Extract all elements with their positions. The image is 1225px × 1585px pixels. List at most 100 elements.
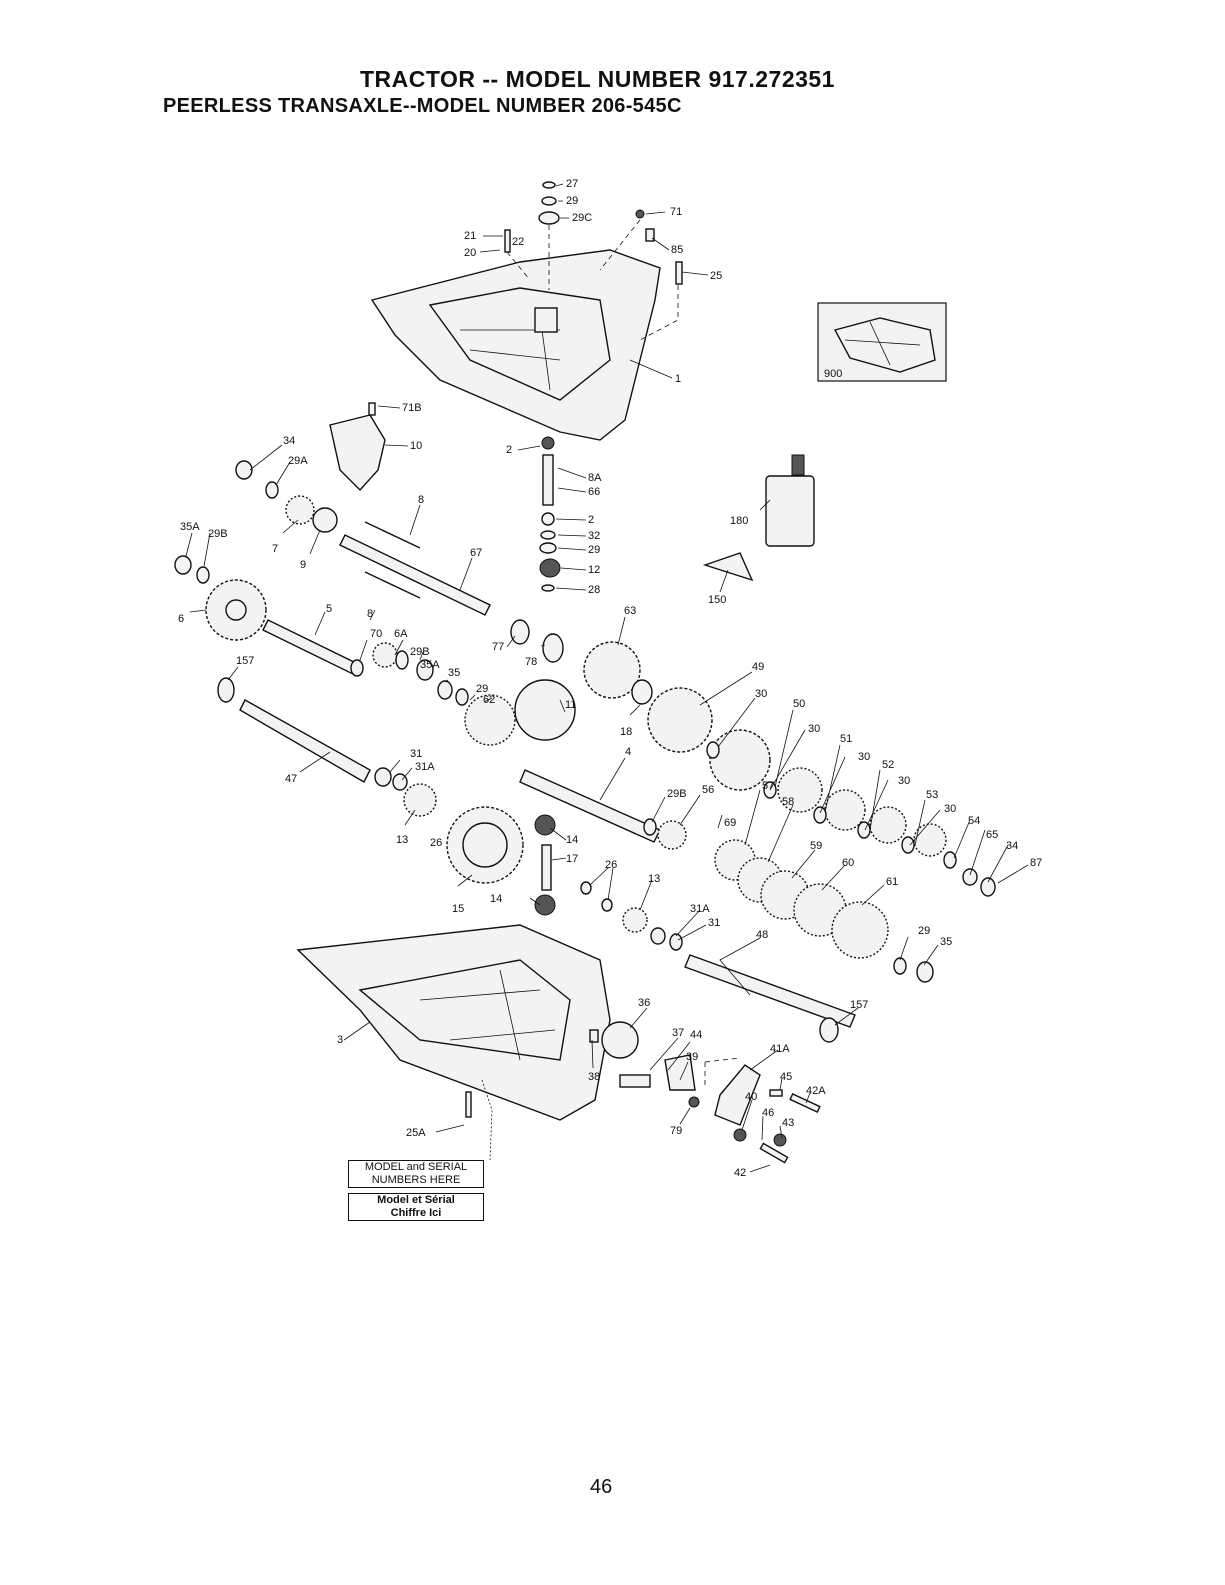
callout-34b: 34: [1006, 840, 1018, 852]
callout-20: 20: [464, 247, 476, 259]
model-box-line1: MODEL and SERIAL: [364, 1161, 468, 1173]
callout-29c: 29C: [572, 212, 592, 224]
callout-30a: 30: [755, 688, 767, 700]
callout-40: 40: [745, 1091, 757, 1103]
upper-housing: [370, 249, 661, 441]
callout-8: 8: [418, 494, 424, 506]
callout-45: 45: [780, 1071, 792, 1083]
callout-59: 59: [810, 840, 822, 852]
callout-65: 65: [986, 829, 998, 841]
washers: [174, 460, 996, 1043]
callout-67: 67: [470, 547, 482, 559]
callout-85: 85: [671, 244, 683, 256]
callout-71: 71: [670, 206, 682, 218]
callout-31b: 31: [708, 917, 720, 929]
callout-87: 87: [1030, 857, 1042, 869]
callout-10: 10: [410, 440, 422, 452]
top-fasteners: [504, 181, 683, 341]
callout-13: 13: [396, 834, 408, 846]
callout-21: 21: [464, 230, 476, 242]
callout-35a: 35A: [180, 521, 200, 533]
page-subtitle: PEERLESS TRANSAXLE--MODEL NUMBER 206-545…: [163, 95, 682, 117]
callout-2: 2: [506, 444, 512, 456]
callout-1: 1: [675, 373, 681, 385]
model-box-line2: NUMBERS HERE: [371, 1174, 461, 1186]
callout-42a: 42A: [806, 1085, 826, 1097]
callout-29b3: 29B: [667, 788, 687, 800]
callout-46: 46: [762, 1107, 774, 1119]
callout-38: 38: [588, 1071, 600, 1083]
callout-30e: 30: [944, 803, 956, 815]
callout-71b: 71B: [402, 402, 422, 414]
grease-tube: [702, 552, 754, 582]
callout-35a2: 35A: [420, 659, 440, 671]
callout-34: 34: [283, 435, 295, 447]
callout-52: 52: [882, 759, 894, 771]
callout-29: 29: [566, 195, 578, 207]
callout-62: 62: [483, 694, 495, 706]
callout-25: 25: [710, 270, 722, 282]
callout-44: 44: [690, 1029, 702, 1041]
callout-157b: 157: [850, 999, 868, 1011]
callout-69: 69: [724, 817, 736, 829]
callout-29a: 29A: [288, 455, 308, 467]
callout-35: 35: [448, 667, 460, 679]
callout-29b2: 29B: [410, 646, 430, 658]
callout-43: 43: [782, 1117, 794, 1129]
callout-63: 63: [624, 605, 636, 617]
callout-50: 50: [793, 698, 805, 710]
callout-61: 61: [886, 876, 898, 888]
leader-lines: [185, 183, 1029, 1173]
model-box-line3: Model et Sérial: [377, 1194, 455, 1206]
callout-36: 36: [638, 997, 650, 1009]
callout-6: 6: [178, 613, 184, 625]
callout-27: 27: [566, 178, 578, 190]
callout-29b: 29: [588, 544, 600, 556]
callout-79: 79: [670, 1125, 682, 1137]
callout-41a: 41A: [770, 1043, 790, 1055]
callout-labels: 27 29 29C 71 21 22 20 85 25 1 71B 10 34 …: [178, 178, 1042, 1179]
callout-11: 11: [565, 699, 576, 711]
model-serial-box: MODEL and SERIAL NUMBERS HERE: [348, 1160, 484, 1188]
callout-26b: 26: [605, 859, 617, 871]
model-box-line4: Chiffre Ici: [390, 1207, 442, 1219]
callout-31: 31: [410, 748, 422, 760]
callout-30d: 30: [898, 775, 910, 787]
callout-48: 48: [756, 929, 768, 941]
callout-49: 49: [752, 661, 764, 673]
callout-14: 14: [566, 834, 578, 846]
callout-2b: 2: [588, 514, 594, 526]
callout-6a: 6A: [394, 628, 408, 640]
callout-15: 15: [452, 903, 464, 915]
center-stack: [539, 436, 561, 592]
brake-assembly: [589, 1021, 821, 1164]
callout-30c: 30: [858, 751, 870, 763]
callout-29d: 29: [918, 925, 930, 937]
callout-180: 180: [730, 515, 748, 527]
lower-housing: [296, 924, 611, 1161]
callout-56: 56: [702, 784, 714, 796]
callout-12: 12: [588, 564, 600, 576]
callout-157: 157: [236, 655, 254, 667]
callout-31a: 31A: [415, 761, 435, 773]
callout-14b: 14: [490, 893, 502, 905]
callout-8a: 8A: [588, 472, 602, 484]
callout-28: 28: [588, 584, 600, 596]
callout-53: 53: [926, 789, 938, 801]
callout-78: 78: [525, 656, 537, 668]
callout-8b: 8: [367, 608, 373, 620]
callout-26: 26: [430, 837, 442, 849]
callout-42: 42: [734, 1167, 746, 1179]
callout-47: 47: [285, 773, 297, 785]
callout-60: 60: [842, 857, 854, 869]
callout-4: 4: [625, 746, 631, 758]
callout-22: 22: [512, 236, 524, 248]
callout-17: 17: [566, 853, 578, 865]
shafts: [239, 521, 856, 1028]
inset-image: [817, 302, 947, 382]
callout-32: 32: [588, 530, 600, 542]
callout-29c2: 29: [476, 683, 488, 695]
callout-25a: 25A: [406, 1127, 426, 1139]
callout-7: 7: [272, 543, 278, 555]
